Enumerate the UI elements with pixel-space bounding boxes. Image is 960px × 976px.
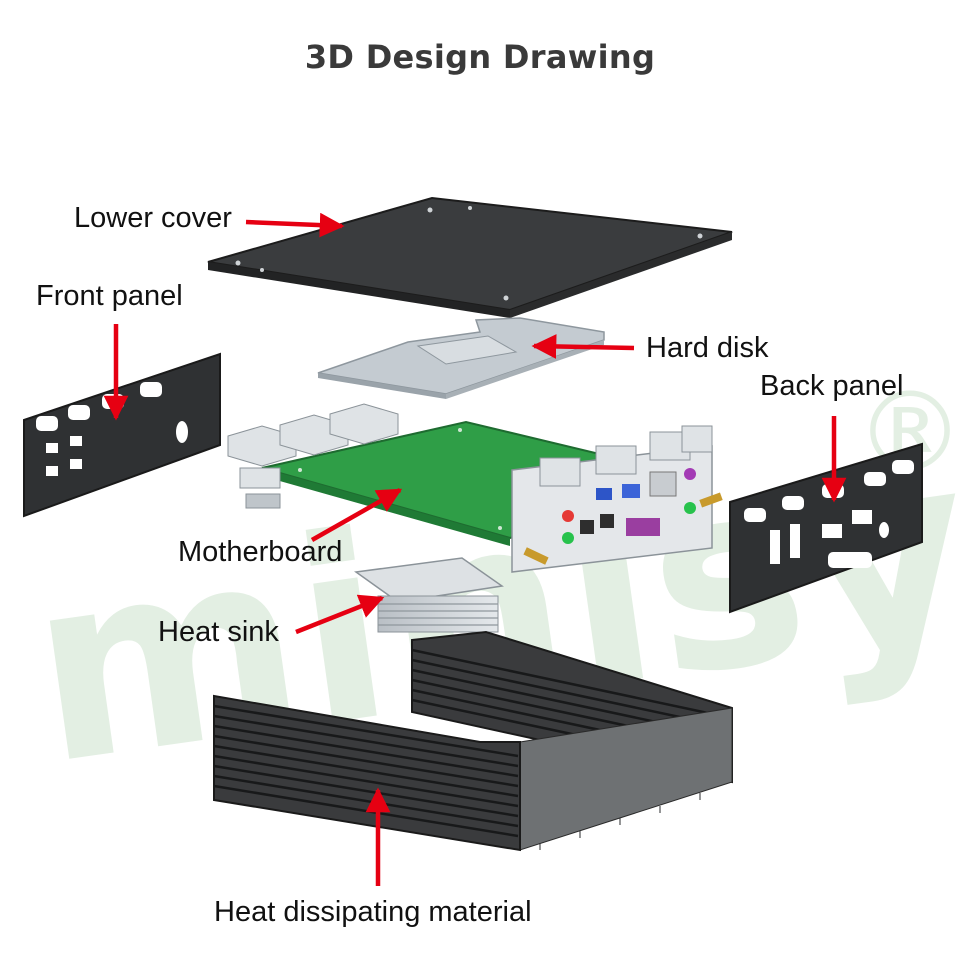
front-panel-plate xyxy=(23,352,221,518)
rear-io-ports xyxy=(511,425,713,573)
label-front-panel: Front panel xyxy=(36,280,183,312)
label-heat-sink: Heat sink xyxy=(158,616,279,648)
lower-cover-plate xyxy=(207,196,733,318)
label-heat-dissipating-material: Heat dissipating material xyxy=(214,896,532,928)
hard-disk-bracket xyxy=(317,317,605,399)
label-motherboard: Motherboard xyxy=(178,536,343,568)
label-back-panel: Back panel xyxy=(760,370,904,402)
page-title: 3D Design Drawing xyxy=(304,38,656,76)
heat-sink-block xyxy=(354,557,504,633)
label-hard-disk: Hard disk xyxy=(646,332,769,364)
heat-dissipating-chassis xyxy=(213,630,733,852)
label-lower-cover: Lower cover xyxy=(74,202,232,234)
arrow-hard-disk xyxy=(531,334,635,359)
arrow-motherboard xyxy=(310,488,403,542)
back-panel-plate xyxy=(729,442,923,614)
arrow-lower-cover xyxy=(245,212,345,238)
arrow-heat-sink xyxy=(295,594,385,635)
